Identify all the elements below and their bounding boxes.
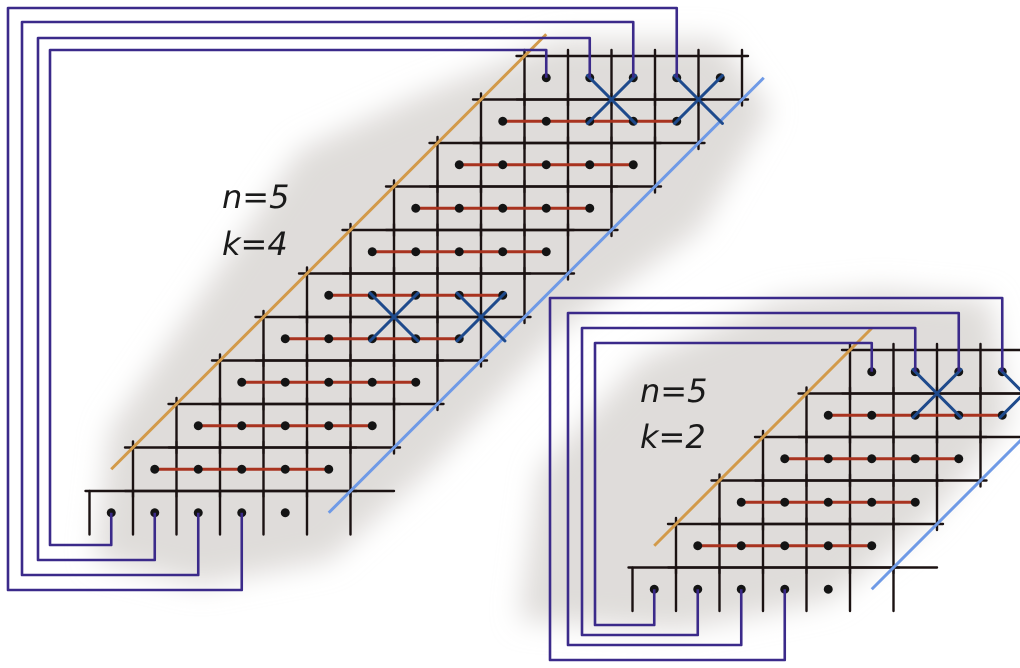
lattice-dot: [780, 454, 790, 464]
lattice-dot: [237, 464, 247, 474]
lattice-dot: [324, 290, 334, 300]
lattice-dot: [193, 421, 203, 431]
wire: [36, 36, 592, 562]
cross-mark: [998, 395, 1020, 419]
lattice-dot: [910, 454, 920, 464]
lattice-dot: [280, 464, 290, 474]
wash-right: [520, 290, 1010, 630]
grid: [627, 342, 1020, 613]
cross-mark: [673, 74, 724, 125]
bottom-dot: [280, 508, 290, 518]
crosses: [368, 74, 724, 343]
grid: [84, 48, 750, 536]
lattice-dot: [910, 497, 920, 507]
lattice-dot: [780, 541, 790, 551]
lattice-dot: [585, 160, 595, 170]
lattice-dot: [498, 116, 508, 126]
lattice-dot: [780, 497, 790, 507]
cross-mark: [911, 368, 963, 419]
orange-diagonal: [653, 327, 873, 547]
lattice-dot: [454, 203, 464, 213]
lattice-dot: [150, 464, 160, 474]
lattice-dot: [193, 464, 203, 474]
lattice-dot: [237, 377, 247, 387]
lattice-dot: [454, 160, 464, 170]
lattice-dot: [823, 541, 833, 551]
blue-diagonal: [327, 76, 765, 514]
lattice-dot: [367, 247, 377, 257]
blue-diagonal: [870, 438, 1020, 591]
lattice-dot: [823, 410, 833, 420]
wire: [20, 20, 635, 577]
wire: [48, 48, 548, 547]
lattice-dot: [867, 497, 877, 507]
wires: [548, 296, 1004, 662]
wires: [6, 6, 679, 592]
lattice-dot: [541, 116, 551, 126]
lattice-dot: [237, 421, 247, 431]
lattice-dot: [693, 541, 703, 551]
lattice-dot: [823, 497, 833, 507]
lattice-dot: [411, 203, 421, 213]
lattice-dot: [498, 247, 508, 257]
lattice-dot: [736, 497, 746, 507]
wire: [580, 326, 917, 637]
lattice-dot: [324, 464, 334, 474]
wire: [548, 296, 1004, 662]
lattice-dot: [954, 454, 964, 464]
lattice-dot: [280, 334, 290, 344]
left-k-label: k=4: [222, 225, 288, 263]
cross-mark: [455, 291, 507, 343]
lattice-dot: [541, 203, 551, 213]
wire: [593, 341, 874, 627]
bottom-dot: [823, 584, 833, 594]
lattice-dot: [367, 421, 377, 431]
cross-mark: [368, 291, 420, 343]
left-n-label: n=5: [222, 178, 289, 216]
lattice-dot: [411, 247, 421, 257]
cross-mark: [586, 74, 637, 125]
lattice-dot: [867, 454, 877, 464]
cross-mark: [998, 368, 1020, 392]
lattice-dot: [454, 247, 464, 257]
lattice-dot: [324, 334, 334, 344]
lattice-dot: [411, 377, 421, 387]
lattice-dot: [736, 541, 746, 551]
lattice-dot: [585, 203, 595, 213]
right-n-label: n=5: [640, 372, 707, 410]
lattice-dot: [628, 160, 638, 170]
lattice-dot: [367, 377, 377, 387]
orange-diagonal: [110, 33, 548, 471]
lattice-dot: [324, 377, 334, 387]
lattice-dot: [867, 410, 877, 420]
right-k-label: k=2: [640, 418, 706, 456]
panel-left: [6, 6, 765, 592]
lattice-dot: [541, 160, 551, 170]
lattice-dot: [823, 454, 833, 464]
wire: [6, 6, 679, 592]
crosses: [911, 368, 1020, 419]
panel-right: [548, 296, 1020, 662]
lattice-dot: [498, 160, 508, 170]
lattice-dot: [498, 203, 508, 213]
lattice-dot: [280, 377, 290, 387]
lattice-dot: [324, 421, 334, 431]
lattice-dot: [541, 247, 551, 257]
lattice-dot: [867, 541, 877, 551]
wire: [566, 311, 961, 647]
lattice-dot: [280, 421, 290, 431]
